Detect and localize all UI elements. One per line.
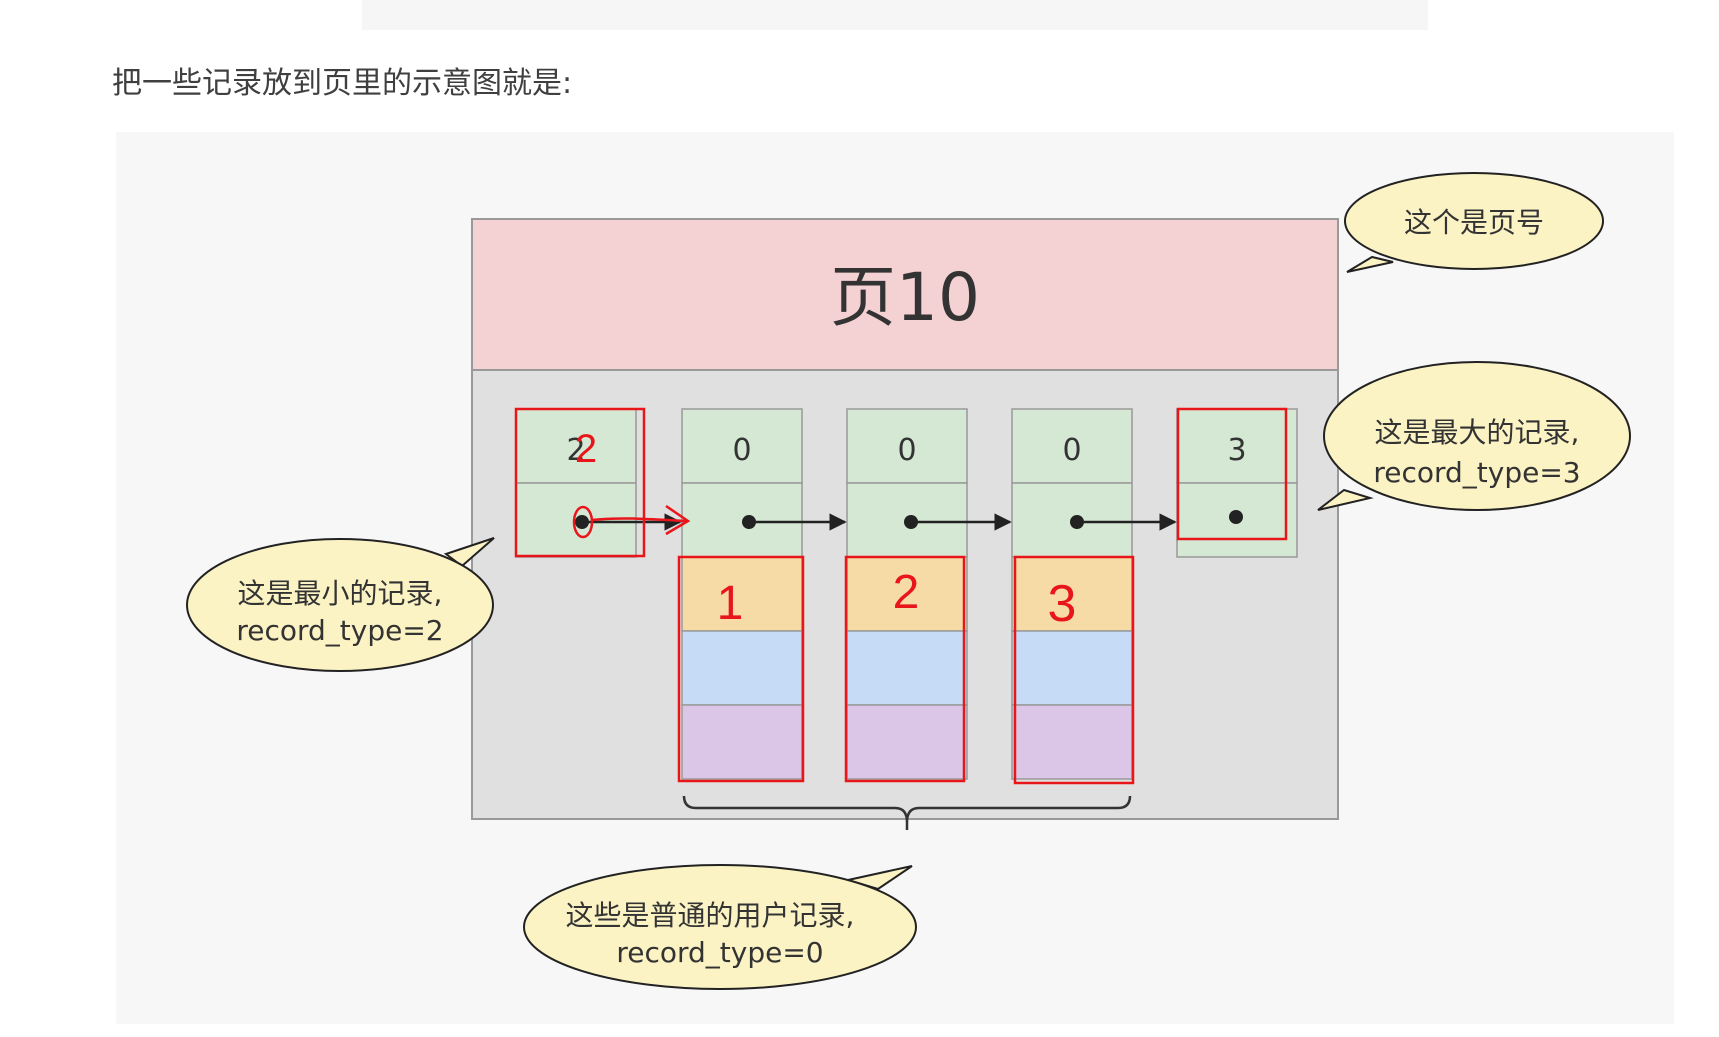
user-record-header-value: 0: [897, 433, 916, 468]
user-record-header-value: 0: [1062, 433, 1081, 468]
callout-page-number: 这个是页号: [1344, 172, 1604, 273]
annotation-circle-infimum-pointer: [572, 505, 594, 539]
red-annotation-numbers: 2 1 2 3: [575, 427, 1077, 633]
annotation-number-record-1: 1: [717, 577, 744, 630]
user-record-header-cell: [846, 408, 968, 484]
callout-max-record-line2: record_type=3: [1373, 456, 1580, 489]
user-record-pointer-cell: [681, 482, 803, 558]
callout-user-records: 这些是普通的用户记录, record_type=0: [523, 864, 917, 990]
annotation-box-record-1: [677, 555, 805, 783]
page-title: 页10: [830, 259, 980, 336]
annotation-box-supremum: [1176, 407, 1288, 541]
page-header-box: [471, 218, 1339, 371]
annotation-number-infimum: 2: [575, 427, 597, 471]
annotation-arrow-infimum: [591, 504, 691, 536]
user-record-field-2: [1011, 630, 1133, 706]
callout-max-record-bubble: [1323, 361, 1631, 511]
user-record-3: 0: [1011, 408, 1133, 780]
user-record-field-3: [681, 704, 803, 780]
annotation-number-record-2: 2: [893, 566, 920, 619]
user-record-field-1: [1011, 556, 1133, 632]
user-record-field-3: [846, 704, 968, 780]
callout-min-record-bubble: [186, 538, 494, 672]
user-record-header-cell: [1011, 408, 1133, 484]
callout-min-record-line1: 这是最小的记录,: [238, 577, 443, 610]
annotation-box-record-2: [844, 555, 966, 783]
callout-page-number-bubble: [1344, 172, 1604, 270]
red-annotations: [514, 407, 1288, 785]
supremum-record: 3: [1176, 408, 1298, 558]
section-heading: 把一些记录放到页里的示意图就是:: [112, 66, 573, 101]
callout-max-record: 这是最大的记录, record_type=3: [1317, 361, 1631, 511]
user-record-field-1: [681, 556, 803, 632]
user-record-field-2: [846, 630, 968, 706]
callout-min-record: 这是最小的记录, record_type=2: [186, 537, 495, 672]
top-toolbar-strip: [362, 0, 1428, 30]
user-record-field-2: [681, 630, 803, 706]
annotation-box-record-3: [1013, 555, 1135, 785]
callout-user-records-bubble: [523, 864, 917, 990]
callout-max-record-tail: [1317, 488, 1374, 511]
user-record-field-3: [1011, 704, 1133, 780]
supremum-header-value: 3: [1227, 433, 1246, 468]
user-record-header-cell: [681, 408, 803, 484]
user-record-header-value: 0: [732, 433, 751, 468]
callout-max-record-line1: 这是最大的记录,: [1375, 416, 1580, 449]
annotation-number-record-3: 3: [1048, 575, 1077, 633]
callout-min-record-line2: record_type=2: [236, 614, 443, 647]
callout-user-records-line1: 这些是普通的用户记录,: [566, 899, 855, 932]
supremum-pointer-dot: [1229, 510, 1243, 524]
user-record-1: 0: [681, 408, 803, 780]
callout-user-records-line2: record_type=0: [616, 936, 823, 969]
callout-page-number-tail: [1346, 255, 1394, 273]
user-record-field-1: [846, 556, 968, 632]
infimum-header-value: 2: [566, 433, 585, 468]
annotation-box-infimum: [514, 407, 646, 558]
user-record-2: 0: [846, 408, 968, 780]
callout-page-number-text: 这个是页号: [1404, 206, 1544, 239]
